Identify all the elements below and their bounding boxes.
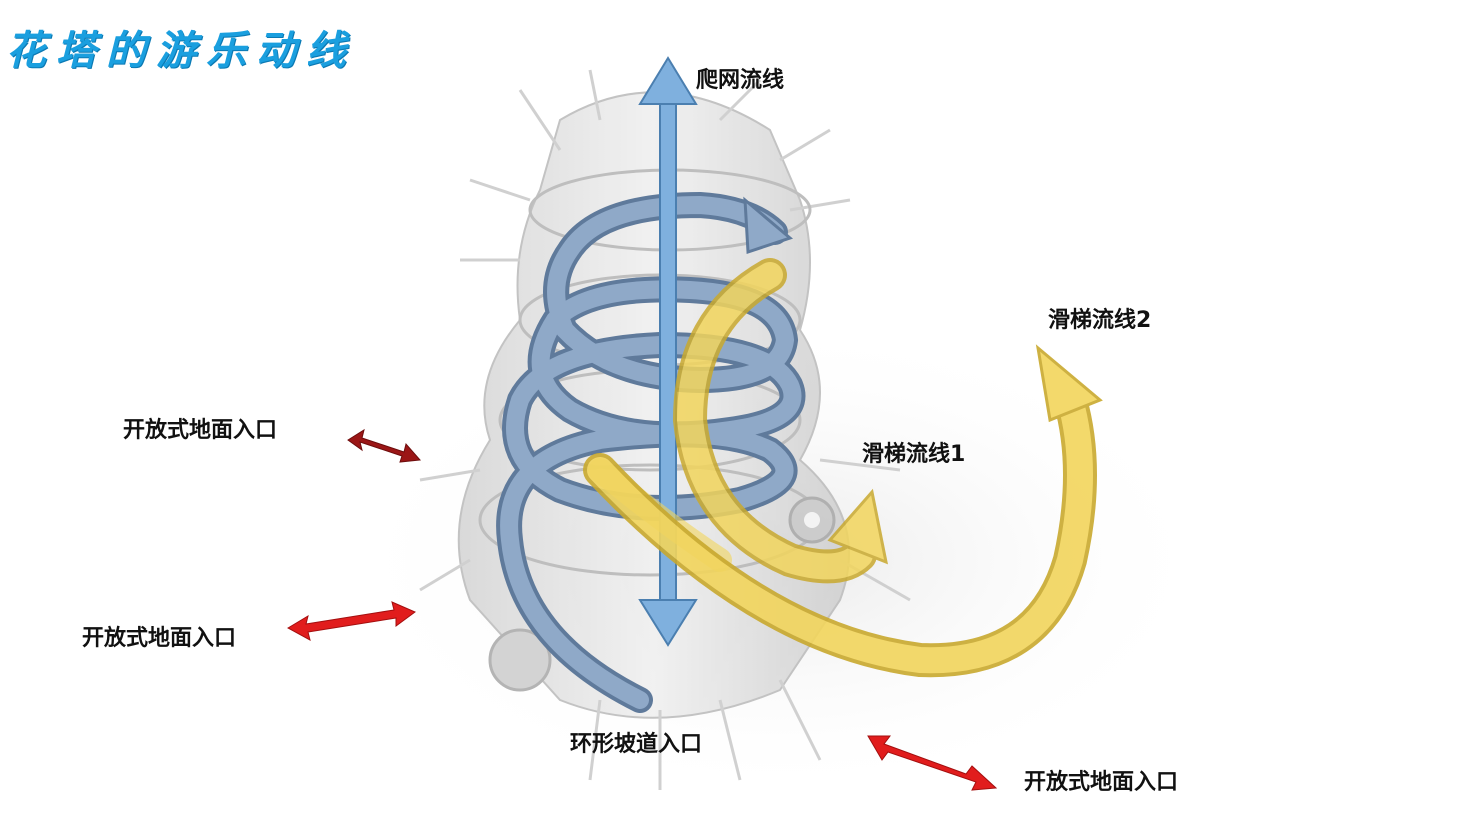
label-ramp-entry: 环形坡道入口 <box>570 732 703 757</box>
ground-entry-arrow-1 <box>347 428 422 463</box>
ground-entry-arrow-2 <box>286 601 416 641</box>
ramp-arrow-head <box>743 196 794 255</box>
label-slide-2: 滑梯流线2 <box>1048 308 1152 333</box>
label-slide-1: 滑梯流线1 <box>862 442 966 467</box>
label-climb-net: 爬网流线 <box>696 68 785 93</box>
label-ground-entry-3: 开放式地面入口 <box>1024 770 1179 795</box>
slide-2-arrow <box>583 344 1103 678</box>
ground-entry-arrow-3 <box>867 735 998 791</box>
page-title: 花塔的游乐动线 <box>6 28 356 74</box>
climb-net-arrow <box>638 56 698 647</box>
label-ground-entry-1: 开放式地面入口 <box>123 418 278 443</box>
label-ground-entry-2: 开放式地面入口 <box>82 626 237 651</box>
ramp-spiral <box>496 191 806 713</box>
